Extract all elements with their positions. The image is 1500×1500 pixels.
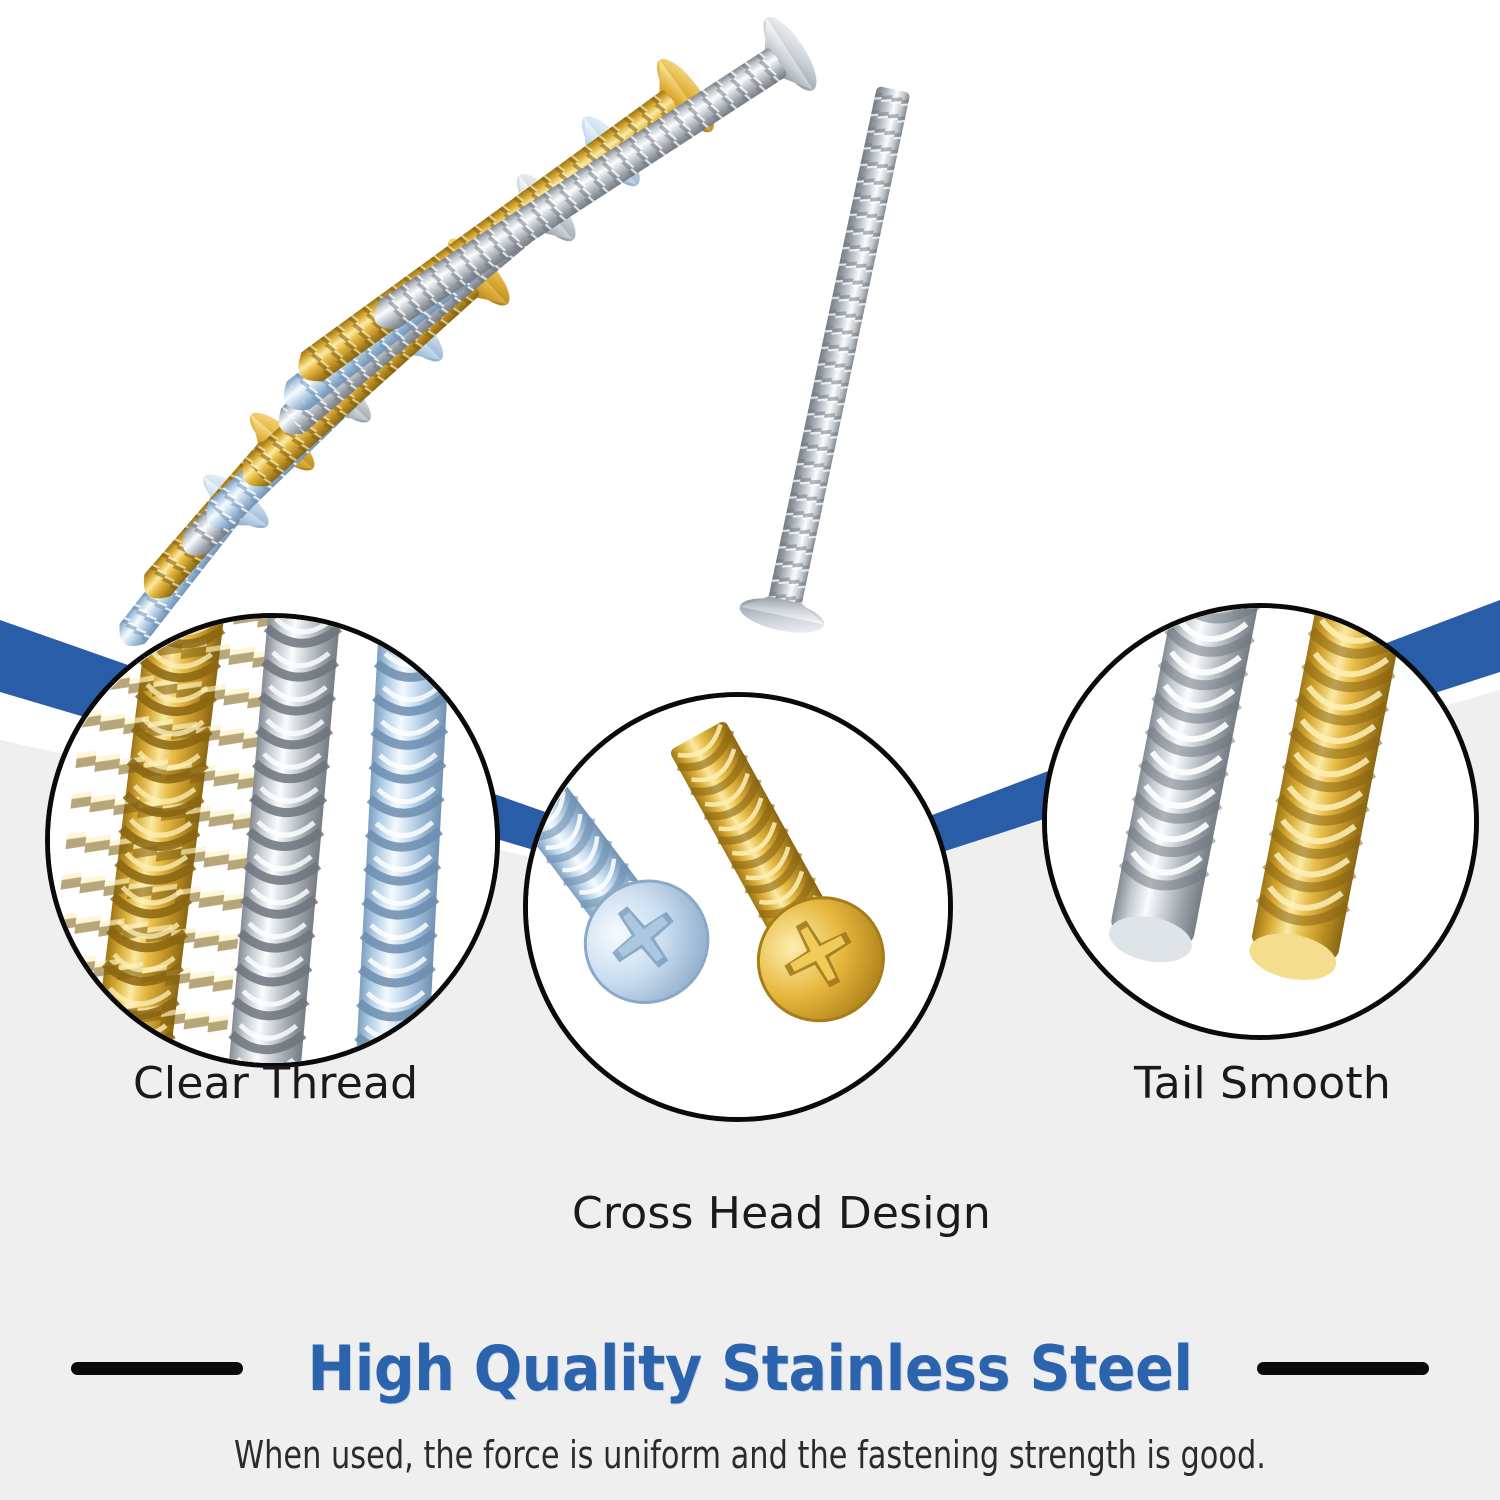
cross-drive-recess-gold — [784, 920, 852, 988]
callout-tail-smooth — [1042, 603, 1479, 1040]
callout-cross-head — [523, 692, 953, 1122]
banner-title-row: High Quality Stainless Steel — [0, 1328, 1500, 1408]
feature-label-cross-head: Cross Head Design — [572, 1188, 991, 1239]
screw-group — [119, 16, 910, 647]
callout-tail-smooth-art — [1047, 608, 1474, 1035]
tail-silver — [1109, 608, 1262, 963]
tail-gold — [1249, 608, 1403, 980]
feature-label-tail-smooth: Tail Smooth — [1134, 1058, 1391, 1109]
bottom-banner: High Quality Stainless Steel When used, … — [0, 1320, 1500, 1500]
callout-clear-thread — [45, 613, 500, 1068]
cross-drive-recess-blue — [612, 906, 674, 968]
screw-head-gold — [670, 721, 885, 1023]
banner-title: High Quality Stainless Steel — [307, 1331, 1193, 1405]
banner-dash-right — [1256, 1361, 1429, 1375]
screw-silver-3 — [374, 16, 817, 330]
thread-ridges — [89, 618, 454, 1063]
banner-background — [0, 1240, 1500, 1500]
screw-silver-4 — [739, 86, 910, 633]
banner-dash-left — [71, 1361, 244, 1375]
screw-head-blue — [528, 705, 710, 1005]
feature-label-clear-thread: Clear Thread — [133, 1058, 419, 1109]
banner-subtitle: When used, the force is uniform and the … — [234, 1433, 1266, 1477]
callout-clear-thread-art — [50, 618, 495, 1063]
callout-cross-head-art — [528, 697, 948, 1117]
